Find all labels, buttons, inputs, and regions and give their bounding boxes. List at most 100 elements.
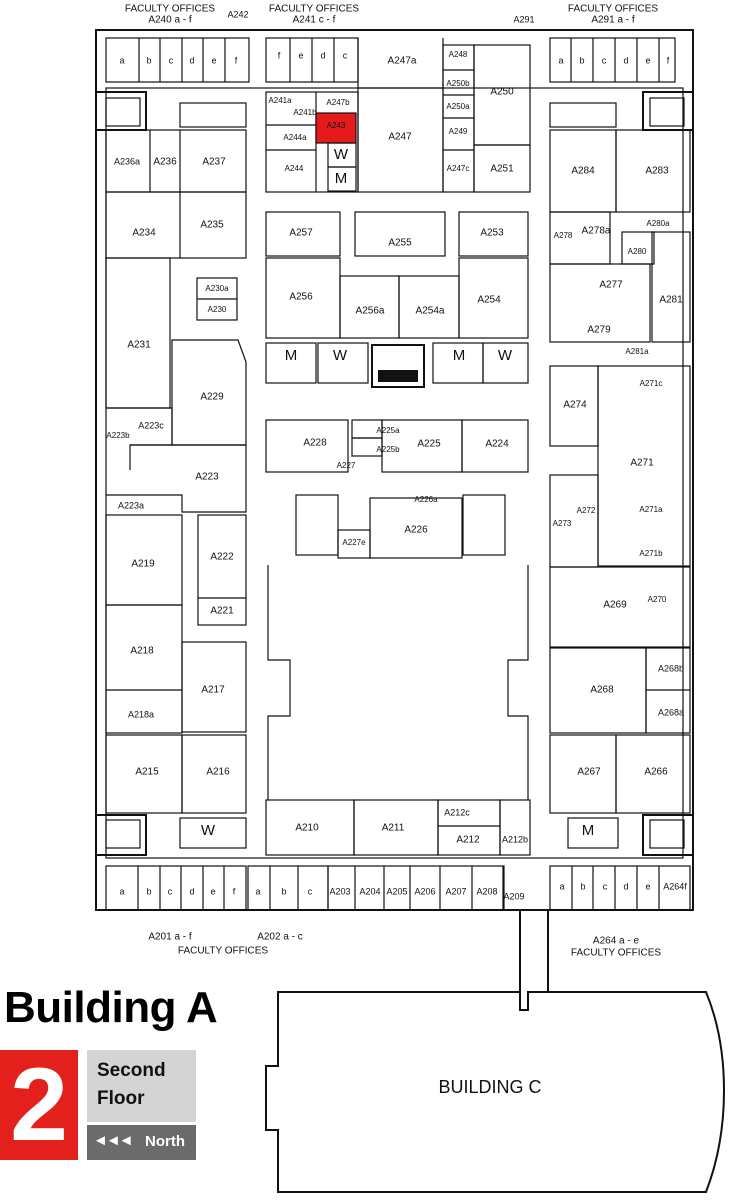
office-a: a	[119, 55, 124, 65]
office-a: a	[558, 55, 563, 65]
room-a247b: A247b	[326, 98, 350, 107]
room-a244: A244	[285, 164, 304, 173]
office-f: f	[278, 50, 281, 60]
mens-restroom: M	[582, 822, 595, 839]
room-a253: A253	[480, 228, 504, 239]
mens-restroom: M	[335, 170, 348, 187]
office-letters-bottom: a b c d e f a b c A203 A204 A205 A206 A2…	[119, 881, 687, 901]
room-a222: A222	[210, 552, 234, 563]
room-a212c: A212c	[444, 807, 470, 817]
building-c-outline	[265, 991, 725, 1193]
room-a278a: A278a	[582, 226, 611, 237]
office-range-label: A201 a - f	[148, 932, 192, 943]
room-a241a: A241a	[268, 96, 292, 105]
room-a224: A224	[485, 439, 509, 450]
room-a230: A230	[208, 305, 227, 314]
room-a223a: A223a	[118, 500, 144, 510]
east-wing	[549, 102, 691, 849]
room-a269: A269	[603, 600, 627, 611]
room-a283: A283	[645, 166, 669, 177]
office-letters-top: a b c d e f f e d c a b c d e f	[119, 50, 669, 65]
room-a236a: A236a	[114, 156, 140, 166]
room-a278: A278	[554, 231, 573, 240]
room-a244a: A244a	[283, 133, 307, 142]
room-a257: A257	[289, 228, 313, 239]
stairs	[95, 91, 694, 856]
room-label: A242	[227, 9, 248, 19]
womens-restroom: W	[498, 347, 513, 364]
room-a234: A234	[132, 228, 156, 239]
room-a268: A268	[590, 685, 614, 696]
office-a: a	[255, 886, 260, 896]
floor-indicator: 2 Second Floor ◄◄◄ North	[0, 1050, 196, 1160]
mens-restroom: M	[285, 347, 298, 364]
room-a270: A270	[648, 595, 667, 604]
office-range-label: A264 a - e	[593, 936, 640, 947]
room-a236: A236	[153, 157, 177, 168]
room-a204: A204	[359, 886, 380, 896]
floor-name-box: Second Floor	[87, 1050, 196, 1122]
office-b: b	[146, 55, 151, 65]
floor-name-line1: Second	[97, 1060, 166, 1081]
room-a267: A267	[577, 767, 601, 778]
room-a228: A228	[303, 438, 327, 449]
north-label: North	[145, 1133, 185, 1150]
room-a271: A271	[630, 458, 654, 469]
floor-name-line2: Floor	[97, 1088, 145, 1109]
room-a247: A247	[388, 132, 412, 143]
office-c: c	[603, 881, 608, 891]
office-e: e	[645, 881, 650, 891]
room-a268a: A268a	[658, 707, 684, 717]
office-d: d	[320, 50, 325, 60]
room-a249: A249	[449, 127, 468, 136]
office-f: f	[233, 886, 236, 896]
room-a212b: A212b	[502, 834, 528, 844]
room-a223b: A223b	[106, 431, 130, 440]
faculty-offices-label: FACULTY OFFICES	[568, 4, 659, 15]
room-a223: A223	[195, 472, 219, 483]
office-f: f	[667, 55, 670, 65]
building-title: Building A	[4, 983, 218, 1032]
room-a218: A218	[130, 646, 154, 657]
room-a223c: A223c	[138, 420, 164, 430]
office-c: c	[602, 55, 607, 65]
office-c: c	[343, 50, 348, 60]
room-a225a: A225a	[376, 426, 400, 435]
room-a218a: A218a	[128, 709, 154, 719]
room-a271a: A271a	[639, 505, 663, 514]
floor-number: 2	[0, 1050, 78, 1160]
room-labels: A247a A248 A250b A250a A250 A249 A241a A…	[106, 50, 684, 846]
womens-restroom: W	[201, 822, 216, 839]
room-a281: A281	[659, 295, 683, 306]
room-a243[interactable]: A243	[327, 121, 346, 130]
office-c: c	[308, 886, 313, 896]
room-a277: A277	[599, 280, 623, 291]
west-wing	[105, 102, 247, 849]
room-a205: A205	[386, 886, 407, 896]
office-c: c	[169, 55, 174, 65]
office-range-label: A202 a - c	[257, 932, 303, 943]
office-e: e	[645, 55, 650, 65]
faculty-offices-label: FACULTY OFFICES	[269, 4, 360, 15]
room-a256a: A256a	[356, 306, 385, 317]
room-a207: A207	[445, 886, 466, 896]
room-a254a: A254a	[416, 306, 445, 317]
building-c-label: BUILDING C	[438, 1077, 541, 1097]
office-e: e	[298, 50, 303, 60]
room-a225b: A225b	[376, 445, 400, 454]
office-b: b	[579, 55, 584, 65]
center-core	[265, 211, 531, 856]
office-a: a	[119, 886, 124, 896]
room-a226a: A226a	[414, 495, 438, 504]
room-a247a: A247a	[388, 56, 417, 67]
faculty-offices-label: FACULTY OFFICES	[125, 4, 216, 15]
room-a208: A208	[476, 886, 497, 896]
room-a227: A227	[337, 461, 356, 470]
room-a216: A216	[206, 767, 230, 778]
faculty-offices-label: FACULTY OFFICES	[178, 946, 269, 957]
room-a226: A226	[404, 525, 428, 536]
room-a268b: A268b	[658, 663, 684, 673]
room-a235: A235	[200, 220, 224, 231]
room-a255: A255	[388, 238, 412, 249]
